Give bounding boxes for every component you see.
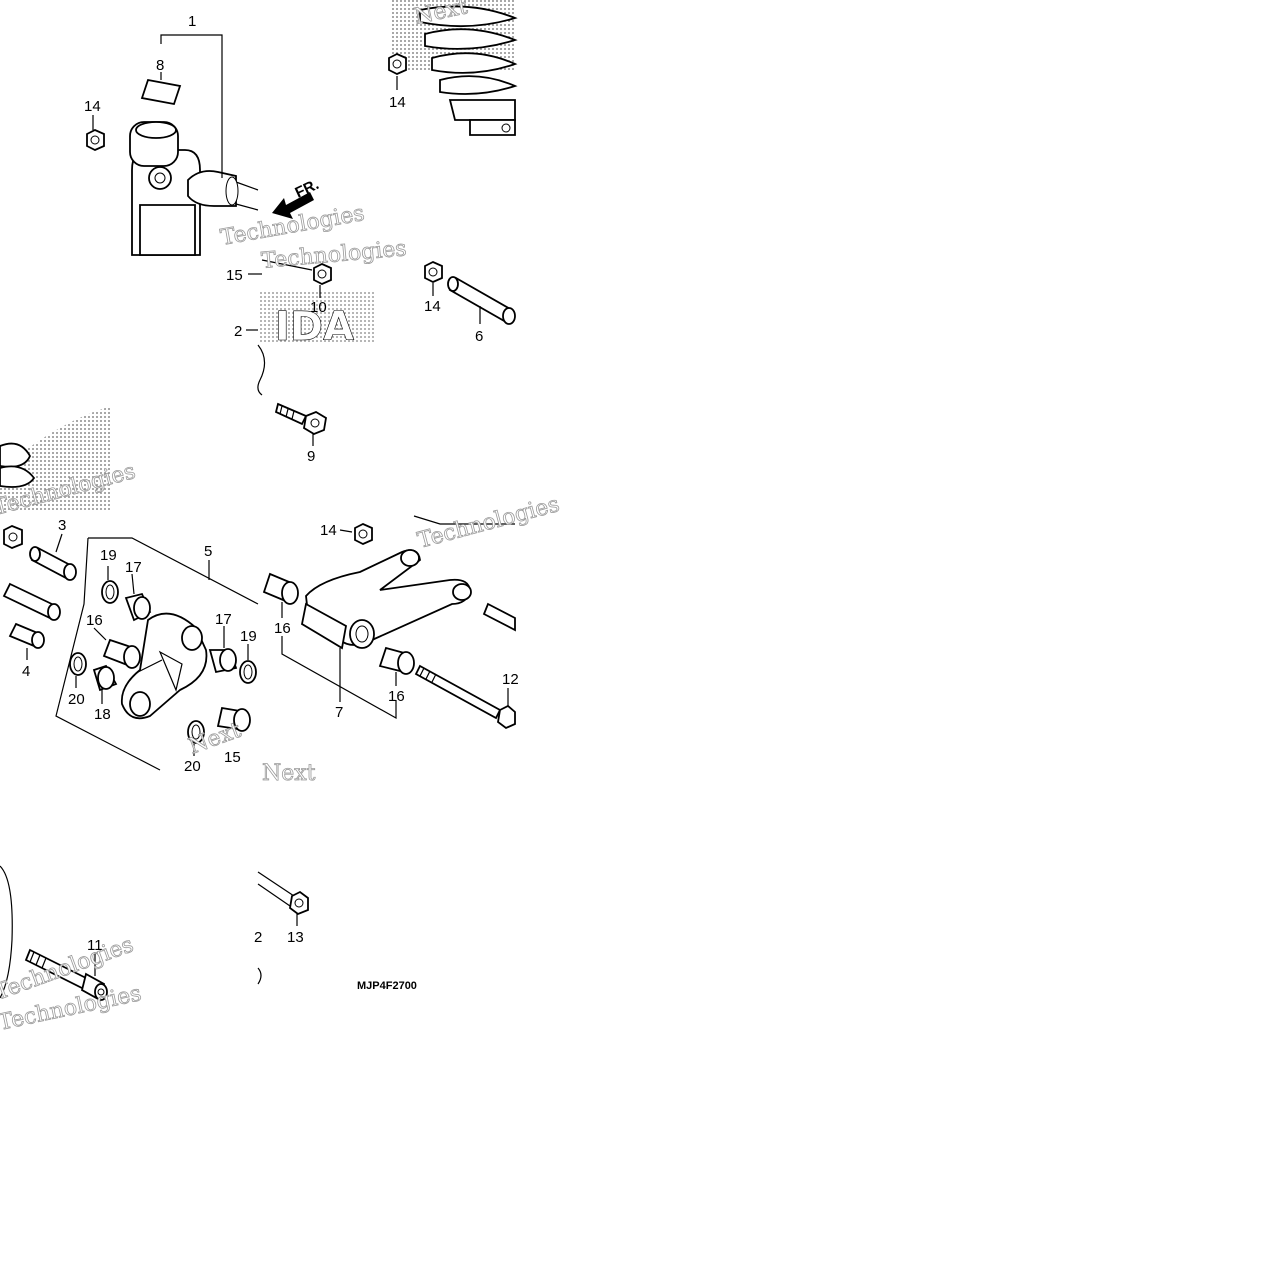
tile-bolt-11: 11 Technologies Technologies bbox=[0, 865, 144, 1036]
shock-link-arm-illustration bbox=[120, 612, 208, 720]
callout-12-fragment: 2 bbox=[254, 929, 262, 946]
watermark: Technologies bbox=[260, 236, 407, 274]
shock-absorber-illustration bbox=[129, 121, 259, 256]
bearing-17-part bbox=[124, 592, 152, 622]
callout-9: 9 bbox=[307, 448, 315, 465]
bolt-9-part bbox=[274, 402, 327, 436]
bearing-18-part bbox=[92, 664, 118, 692]
seal-20-part bbox=[69, 652, 87, 676]
nut-14-part bbox=[86, 129, 105, 151]
callout-3: 3 bbox=[58, 517, 66, 534]
callout-18: 18 bbox=[94, 706, 111, 723]
coil-spring-illustration bbox=[419, 5, 518, 136]
collar-3-part bbox=[29, 546, 77, 581]
callout-8: 8 bbox=[156, 57, 164, 74]
callout-11: 11 bbox=[87, 937, 103, 954]
flange-nut-10-part bbox=[261, 259, 332, 285]
tile-bolt-13: 13 2 MJP4F2700 bbox=[254, 871, 417, 992]
nut-14-part bbox=[424, 261, 443, 283]
callout-10: 10 bbox=[310, 299, 327, 316]
callout-20: 20 bbox=[68, 691, 85, 708]
bolt-12-part bbox=[414, 664, 516, 730]
spring-fragment-illustration bbox=[0, 442, 36, 488]
nut-part bbox=[3, 525, 23, 549]
callout-16: 16 bbox=[86, 612, 103, 629]
callout-16: 16 bbox=[388, 688, 405, 705]
bolt-13-part bbox=[257, 871, 309, 916]
label-sticker-part bbox=[140, 78, 182, 106]
collar-16-part bbox=[102, 638, 141, 669]
callout-12: 12 bbox=[502, 671, 519, 688]
tile-shock-absorber: FR. 1 8 14 Technologies bbox=[84, 13, 367, 256]
collar-15-part bbox=[216, 706, 251, 732]
callout-20: 20 bbox=[184, 758, 201, 775]
callout-14: 14 bbox=[84, 98, 101, 115]
callout-5: 5 bbox=[204, 543, 212, 560]
callout-15: 15 bbox=[226, 267, 243, 284]
callout-13: 13 bbox=[287, 929, 304, 946]
callout-2: 2 bbox=[234, 323, 242, 340]
svg-text:IDA: IDA bbox=[275, 304, 354, 350]
nut-14-part bbox=[388, 53, 407, 75]
callout-4: 4 bbox=[22, 663, 30, 680]
callout-19: 19 bbox=[100, 547, 117, 564]
callout-17: 17 bbox=[125, 559, 142, 576]
collar-4-part bbox=[8, 622, 45, 649]
callout-7: 7 bbox=[335, 704, 343, 721]
callout-14: 14 bbox=[424, 298, 441, 315]
callout-6: 6 bbox=[475, 328, 483, 345]
seal-19-part bbox=[101, 580, 119, 604]
tile-shock-arm: 14 16 16 7 12 bbox=[262, 492, 563, 787]
bearing-17-part bbox=[208, 648, 238, 674]
callout-14: 14 bbox=[320, 522, 337, 539]
callout-16: 16 bbox=[274, 620, 291, 637]
watermark: Technologies bbox=[415, 492, 562, 554]
tile-left-fragment: Technologies bbox=[0, 406, 139, 521]
front-marker-label: FR. bbox=[293, 176, 322, 202]
nut-14-part bbox=[354, 523, 373, 545]
shock-arm-illustration bbox=[300, 549, 472, 650]
collar-part bbox=[2, 582, 61, 621]
seal-20-part bbox=[187, 720, 205, 744]
collar-16-part bbox=[378, 646, 415, 675]
seal-19-part bbox=[239, 660, 257, 684]
tile-collar: 14 6 bbox=[424, 261, 516, 345]
bolt-11-part bbox=[24, 948, 108, 1002]
callout-19: 19 bbox=[240, 628, 257, 645]
tile-shock-spring: 14 Next bbox=[388, 0, 518, 136]
callout-1: 1 bbox=[188, 13, 196, 30]
callout-17: 17 bbox=[215, 611, 232, 628]
collar-16-part bbox=[262, 572, 299, 605]
watermark: Next bbox=[262, 761, 316, 786]
collar-6-part bbox=[447, 276, 516, 325]
part-code: MJP4F2700 bbox=[357, 980, 417, 992]
tile-shock-link: 3 4 5 19 17 bbox=[2, 517, 259, 775]
callout-14: 14 bbox=[389, 94, 406, 111]
tile-shock-bolts: IDA 15 10 2 9 Technologies bbox=[226, 236, 408, 465]
callout-15: 15 bbox=[224, 749, 241, 766]
